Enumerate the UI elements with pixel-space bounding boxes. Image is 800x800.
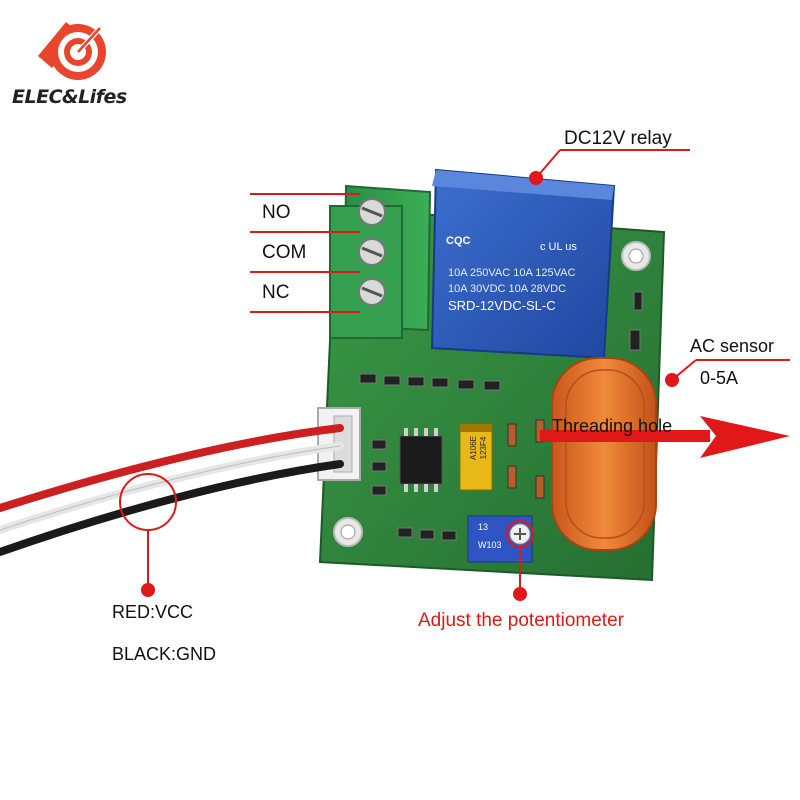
terminal-label-com: COM	[262, 242, 307, 263]
potentiometer-label: Adjust the potentiometer	[418, 610, 624, 631]
brand-logo	[30, 12, 110, 86]
relay: CQC c UL us 10A 250VAC 10A 125VAC 10A 30…	[430, 168, 616, 360]
relay-rating-1: 10A 250VAC 10A 125VAC	[448, 267, 575, 279]
terminal-block	[329, 184, 432, 339]
ac-sensor-callout	[665, 359, 790, 387]
screw-terminals	[358, 198, 386, 306]
ac-current-sensor	[551, 357, 657, 551]
threading-hole-label: Threading hole	[552, 416, 673, 436]
pot-marking-1: 13	[478, 522, 488, 532]
ac-sensor-label: AC sensor	[690, 336, 775, 356]
relay-model: SRD-12VDC-SL-C	[448, 298, 556, 313]
potentiometer-callout	[506, 520, 534, 601]
brand-name: ELEC&Lifes	[12, 86, 127, 108]
wire-black-label: BLACK:GND	[112, 644, 217, 664]
wire-red-label: RED:VCC	[112, 602, 194, 622]
relay-cert-mark: CQC	[446, 235, 471, 247]
relay-label: DC12V relay	[564, 128, 672, 149]
terminal-label-no: NO	[262, 202, 291, 223]
terminal-label-nc: NC	[262, 282, 290, 303]
wire-callout	[119, 473, 177, 597]
wires	[0, 424, 344, 556]
ac-sensor-range-label: 0-5A	[700, 368, 739, 388]
capacitor-marking-2: 123F4	[479, 436, 488, 459]
brand-logo-icon	[38, 22, 106, 80]
capacitor-marking-1: A106E	[469, 436, 478, 460]
threading-arrow	[540, 416, 790, 458]
relay-callout	[529, 149, 690, 185]
pot-marking-2: W103	[478, 540, 502, 550]
relay-ul-mark: c UL us	[540, 241, 577, 253]
terminal-label-lines	[250, 193, 360, 313]
relay-rating-2: 10A 30VDC 10A 28VDC	[448, 283, 566, 295]
